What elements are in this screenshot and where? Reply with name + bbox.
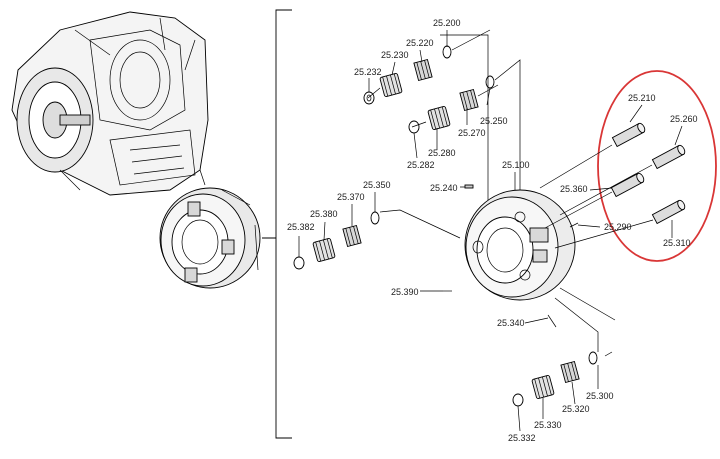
label-25-320: 25.320 <box>562 404 590 414</box>
label-25-200: 25.200 <box>433 18 461 28</box>
part-labels: 25.200 25.220 25.230 25.232 25.250 25.27… <box>287 18 698 443</box>
transmission-housing <box>11 11 209 196</box>
ring-gear-housing <box>464 189 576 301</box>
pin-25-260 <box>651 144 686 170</box>
label-25-260: 25.260 <box>670 114 698 124</box>
label-25-340: 25.340 <box>497 318 525 328</box>
leader-lines <box>298 30 683 432</box>
pin-25-290 <box>569 222 579 228</box>
label-25-300: 25.300 <box>586 391 614 401</box>
label-25-330: 25.330 <box>534 420 562 430</box>
label-25-350: 25.350 <box>363 180 391 190</box>
planet-carrier-assembly <box>159 187 261 289</box>
upper-gear-stack-2 <box>408 75 495 134</box>
label-25-370: 25.370 <box>337 192 365 202</box>
bottom-assembly-lines <box>554 287 616 357</box>
label-25-310: 25.310 <box>663 238 691 248</box>
label-25-100: 25.100 <box>502 160 530 170</box>
pin-axis-lines <box>539 144 654 249</box>
label-25-250: 25.250 <box>480 116 508 126</box>
left-gear-stack <box>293 211 380 270</box>
label-25-332: 25.332 <box>508 433 536 443</box>
pin-25-340 <box>547 314 557 328</box>
label-25-240: 25.240 <box>430 183 458 193</box>
label-25-360: 25.360 <box>560 184 588 194</box>
label-25-232: 25.232 <box>354 67 382 77</box>
pin-25-360 <box>610 172 645 198</box>
label-25-282: 25.282 <box>407 160 435 170</box>
label-25-390: 25.390 <box>391 287 419 297</box>
left-assembly-lines <box>379 209 461 239</box>
upper-assembly-lines <box>367 29 521 225</box>
highlight-circle <box>597 70 717 262</box>
label-25-220: 25.220 <box>406 38 434 48</box>
pin-25-310 <box>651 199 686 225</box>
label-25-380: 25.380 <box>310 209 338 219</box>
label-25-230: 25.230 <box>381 50 409 60</box>
bottom-gear-stack <box>512 351 598 407</box>
label-25-290: 25.290 <box>604 222 632 232</box>
upper-gear-stack-1 <box>363 45 452 105</box>
label-25-210: 25.210 <box>628 93 656 103</box>
label-25-280: 25.280 <box>428 148 456 158</box>
label-25-382: 25.382 <box>287 222 315 232</box>
pin-25-210 <box>611 122 646 148</box>
pin-25-240 <box>464 184 474 189</box>
label-25-270: 25.270 <box>458 128 486 138</box>
group-bracket <box>262 9 292 439</box>
